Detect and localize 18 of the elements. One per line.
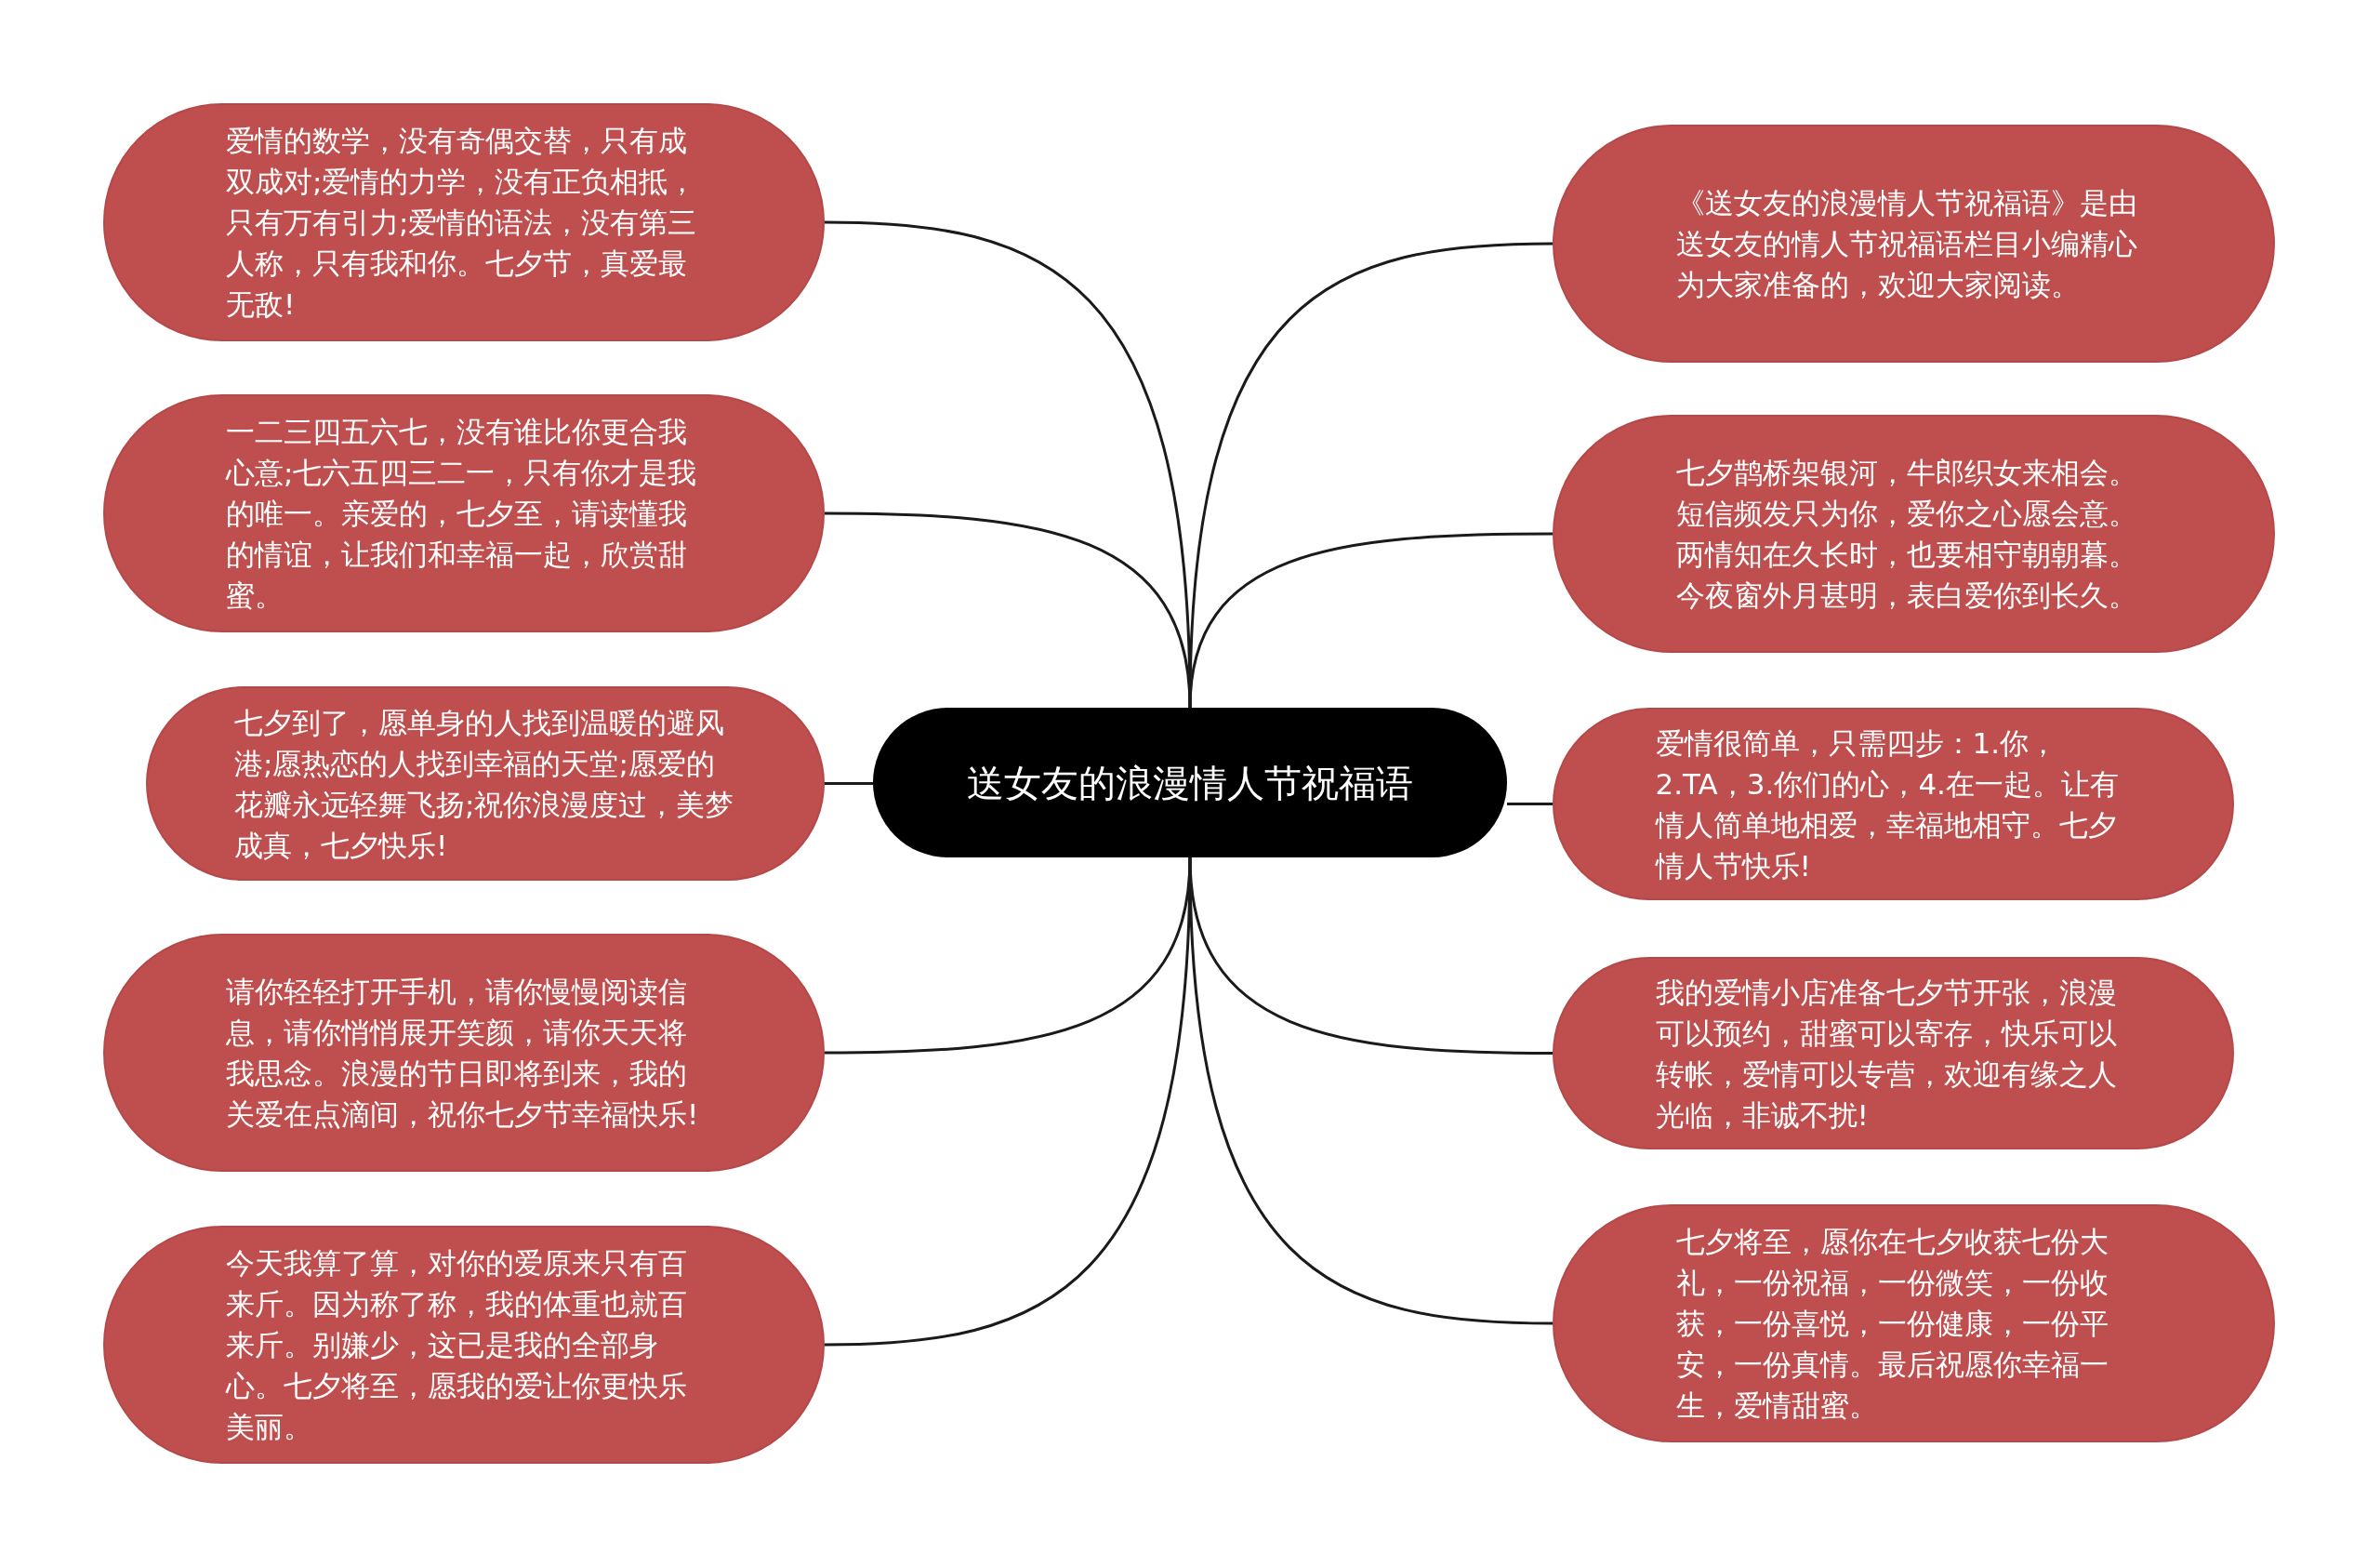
message-text: 《送女友的浪漫情人节祝福语》是由送女友的情人节祝福语栏目小编精心为大家准备的，欢迎大家阅读。 (1675, 185, 2138, 303)
connector-line (824, 857, 1192, 1347)
message-text: 请你轻轻打开手机，请你慢慢阅读信息，请你悄悄展开笑颜，请你天天将我思念。浪漫的节日即将到来，我的关爱在点滴间，祝你七夕节幸福快乐! (226, 974, 700, 1133)
connector-line (1507, 803, 1553, 805)
message-text: 爱情很简单，只需四步：1.你，2.TA，3.你们的心，4.在一起。让有情人简单地相爱，幸福地相守。七夕情人节快乐! (1655, 724, 2120, 884)
message-text: 七夕将至，愿你在七夕收获七份大礼，一份祝福，一份微笑，一份收获，一份喜悦，一份健康，一份平安，一份真情。最后祝愿你幸福一生，爱情甜蜜。 (1675, 1224, 2109, 1424)
message-text: 我的爱情小店准备七夕节开张，浪漫可以预约，甜蜜可以寄存，快乐可以转帐，爱情可以专营，欢迎有缘之人光临，非诚不扰! (1655, 974, 2118, 1134)
message-text: 七夕鹊桥架银河，牛郎织女来相会。短信频发只为你，爱你之心愿会意。两情知在久长时，也要相守朝朝暮。今夜窗外月甚明，表白爱你到长久。 (1675, 455, 2138, 614)
connector-line (1188, 242, 1554, 709)
message-text: 今天我算了算，对你的爱原来只有百来斤。因为称了称，我的体重也就百来斤。别嫌少，这已是我的全部身心。七夕将至，愿我的爱让你更快乐美丽。 (226, 1245, 688, 1445)
connector-line (1188, 532, 1553, 709)
topic-title: 送女友的浪漫情人节祝福语 (967, 760, 1413, 806)
connector-line (825, 782, 873, 785)
message-text: 七夕到了，愿单身的人找到温暖的避风港;愿热恋的人找到幸福的天堂;愿爱的花瓣永远轻舞飞扬;祝你浪漫度过，美梦成真，七夕快乐! (234, 704, 735, 864)
message-text: 爱情的数学，没有奇偶交替，只有成双成对;爱情的力学，没有正负相抵，只有万有引力;爱情的语法，没有第三人称，只有我和你。七夕节，真爱最无敌! (226, 123, 698, 323)
connector-line (825, 511, 1192, 709)
connector-line (1188, 857, 1554, 1325)
message-text: 一二三四五六七，没有谁比你更合我心意;七六五四三二一，只有你才是我的唯一。亲爱的，七夕至，请读懂我的情谊，让我们和幸福一起，欣赏甜蜜。 (226, 414, 698, 614)
